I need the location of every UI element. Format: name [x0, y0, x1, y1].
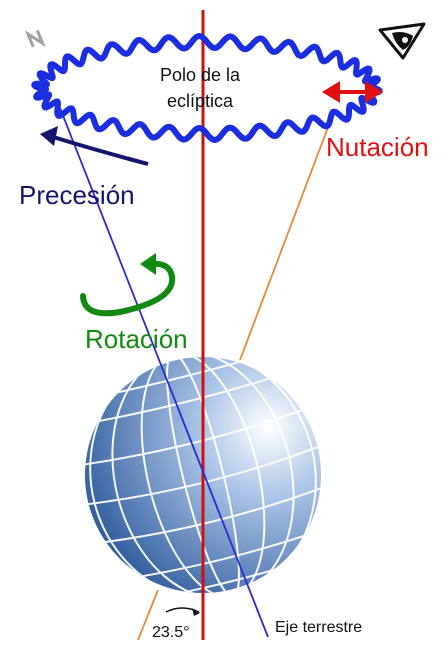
cone-line-left — [137, 589, 159, 641]
precession-ring — [31, 33, 383, 143]
angle-label: 23.5° — [152, 624, 190, 641]
earth-axis-line — [59, 107, 269, 638]
nutation-label: Nutación — [326, 132, 429, 162]
precession-label: Precesión — [19, 180, 135, 210]
pole-label-line-2: eclíptica — [167, 91, 234, 111]
pole-label-line-1: Polo de la — [160, 65, 241, 85]
rotation-arrow-icon — [80, 253, 176, 317]
precession-arrow-icon — [40, 126, 149, 166]
nutation-arrow-icon — [322, 81, 383, 103]
north-marker-icon — [24, 29, 46, 48]
tilt-angle-arrowhead — [192, 608, 200, 616]
cone-line-right — [239, 121, 331, 361]
earth-axis-label: Eje terrestre — [275, 619, 362, 636]
rotation-label: Rotación — [85, 324, 188, 354]
eye-icon — [378, 22, 426, 60]
